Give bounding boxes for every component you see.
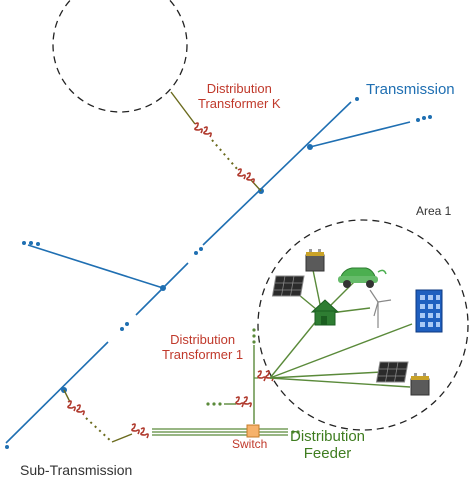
area-k-boundary [52, 0, 188, 113]
area-1-boundary [257, 219, 469, 431]
transformer-icon [67, 400, 149, 439]
side-feeder-dots [206, 402, 222, 406]
continuation-dots [5, 97, 432, 449]
transformer-k-label: Distribution Transformer K [198, 81, 281, 112]
battery-icon [410, 373, 430, 396]
wind-turbine-icon [369, 289, 392, 328]
battery-icon [305, 249, 325, 272]
transmission-line [5, 101, 411, 444]
switch-label: Switch [232, 437, 268, 451]
area-feeder-lines [269, 269, 413, 388]
feeder-label-line1: Distribution [290, 428, 366, 445]
transformer-1-label-line1: Distribution [170, 332, 236, 347]
building-icon [415, 289, 443, 333]
sub-transmission-branch [63, 389, 113, 443]
transformer-icon [194, 122, 255, 184]
area-1-label: Area 1 [416, 204, 452, 218]
transformer-icon [235, 396, 252, 408]
electric-vehicle-icon [338, 267, 387, 288]
distribution-feeder-label: Distribution Feeder [290, 428, 365, 463]
transformer-k-branch [170, 91, 262, 192]
transformer-1-label-line2: Transformer 1 [162, 346, 244, 362]
distribution-feeder-line [152, 428, 288, 436]
feeder-label-line2: Feeder [303, 445, 352, 463]
switch-icon [246, 424, 260, 438]
house-icon [310, 299, 340, 326]
sub-transmission-line [111, 433, 133, 443]
transformer-k-label-line2: Transformer K [198, 95, 281, 111]
solar-panel-icon [271, 275, 305, 297]
riser-dots [252, 328, 256, 344]
transformer-1-label: Distribution Transformer 1 [162, 332, 244, 363]
transmission-label: Transmission [366, 81, 455, 98]
transformer-k-label-line1: Distribution [206, 81, 272, 96]
solar-panel-icon [375, 361, 409, 383]
feeder-dots [291, 430, 300, 434]
sub-transmission-label: Sub-Transmission [20, 462, 133, 478]
